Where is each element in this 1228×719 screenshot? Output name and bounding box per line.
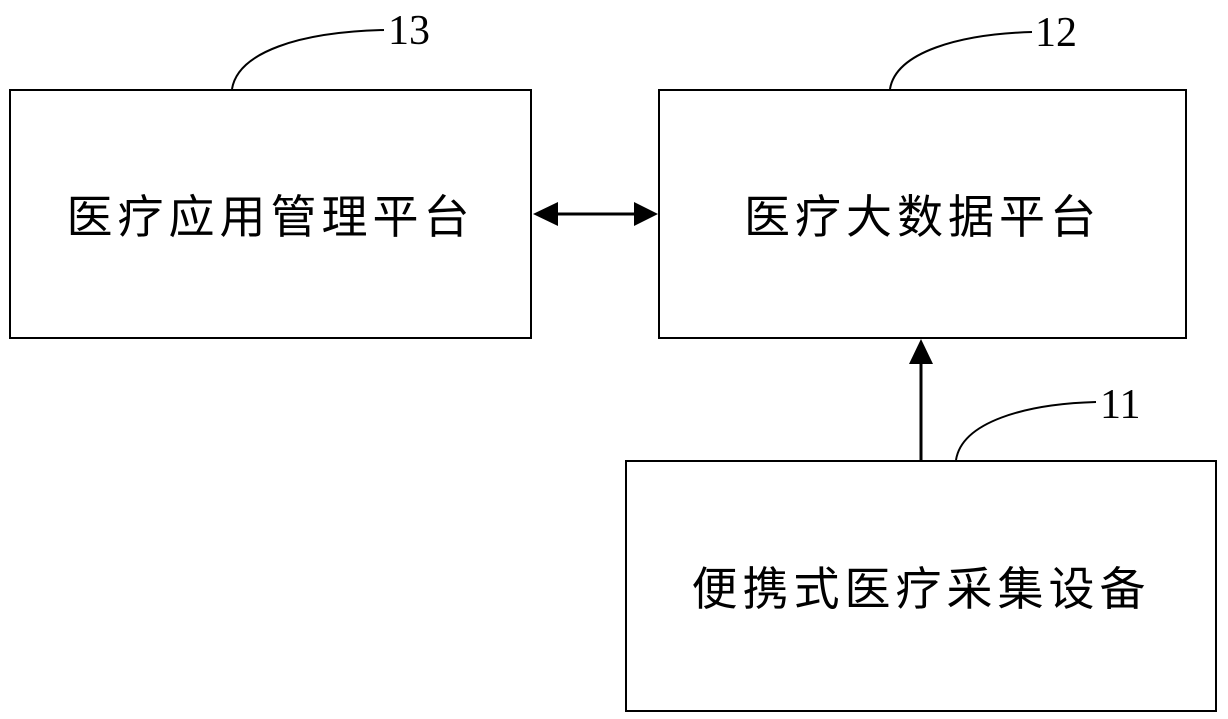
reference-number-12: 12 xyxy=(1035,12,1077,54)
bidirectional-arrow xyxy=(533,202,658,226)
reference-number-11: 11 xyxy=(1100,384,1140,426)
block-label: 医疗大数据平台 xyxy=(744,181,1101,247)
leader-line-13 xyxy=(232,30,384,89)
portable-medical-collection-device-box: 便携式医疗采集设备 xyxy=(625,460,1217,712)
upward-arrow xyxy=(909,339,933,460)
arrowhead-up-icon xyxy=(909,339,933,364)
arrowhead-left-icon xyxy=(533,202,558,226)
reference-number-13: 13 xyxy=(388,10,430,52)
block-label: 便携式医疗采集设备 xyxy=(692,553,1151,619)
medical-app-management-platform-box: 医疗应用管理平台 xyxy=(9,89,532,339)
medical-big-data-platform-box: 医疗大数据平台 xyxy=(658,89,1187,339)
leader-line-11 xyxy=(956,402,1096,460)
arrowhead-right-icon xyxy=(634,202,658,226)
leader-line-12 xyxy=(890,32,1032,89)
block-label: 医疗应用管理平台 xyxy=(67,181,475,247)
